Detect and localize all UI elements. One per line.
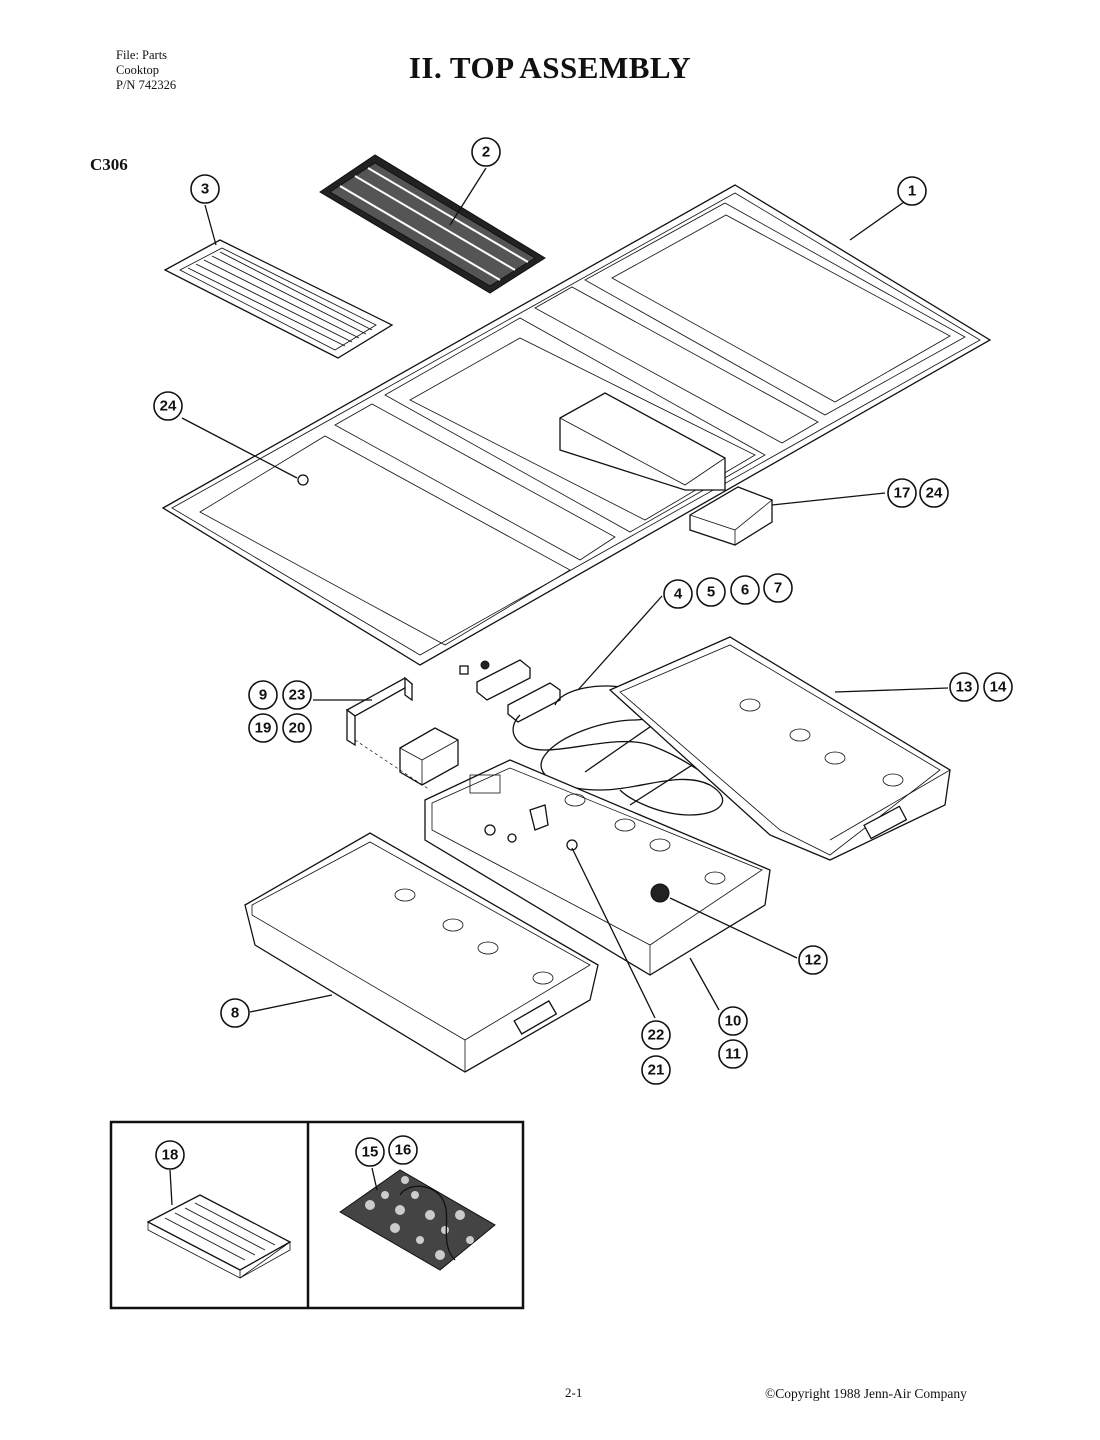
- svg-text:7: 7: [774, 580, 782, 597]
- svg-text:17: 17: [894, 485, 911, 502]
- callout-6: 6: [730, 575, 760, 605]
- callout-11: 11: [718, 1039, 748, 1069]
- callout-21: 21: [641, 1055, 671, 1085]
- page-title: II. TOP ASSEMBLY: [408, 50, 692, 85]
- callout-24b: 24: [919, 478, 949, 508]
- callout-23: 23: [282, 680, 312, 710]
- svg-text:1: 1: [908, 183, 916, 200]
- svg-text:5: 5: [707, 584, 715, 601]
- svg-text:23: 23: [289, 687, 306, 704]
- page-number: 2-1: [565, 1385, 583, 1400]
- svg-text:20: 20: [289, 720, 306, 737]
- svg-text:14: 14: [990, 679, 1007, 696]
- callout-5: 5: [696, 577, 726, 607]
- part-lava-rocks: [339, 1169, 496, 1271]
- callout-7: 7: [763, 573, 793, 603]
- callout-13: 13: [949, 672, 979, 702]
- file-line: File: Parts: [116, 48, 168, 62]
- part-inner-box: [559, 392, 726, 491]
- copyright-notice: ©Copyright 1988 Jenn-Air Company: [765, 1386, 967, 1401]
- model-number: C306: [90, 155, 128, 174]
- svg-text:4: 4: [674, 586, 683, 603]
- svg-text:24: 24: [160, 398, 177, 415]
- svg-text:21: 21: [648, 1062, 665, 1079]
- svg-text:3: 3: [201, 181, 209, 198]
- part-switch: [399, 727, 459, 786]
- callout-9: 9: [248, 680, 278, 710]
- callout-8: 8: [220, 998, 250, 1028]
- part-middle-pan: [424, 759, 771, 976]
- part-right-pan: [608, 636, 951, 861]
- callout-17: 17: [887, 478, 917, 508]
- svg-text:15: 15: [362, 1144, 379, 1161]
- leader-lines: [169, 167, 949, 1206]
- callout-12: 12: [798, 945, 828, 975]
- svg-text:12: 12: [805, 952, 822, 969]
- part-terminal-block: [459, 659, 561, 723]
- part-bracket: [345, 676, 414, 747]
- callout-2: 2: [471, 137, 501, 167]
- svg-text:19: 19: [255, 720, 272, 737]
- file-line: Cooktop: [116, 63, 160, 77]
- part-left-pan: [244, 832, 599, 1073]
- svg-text:8: 8: [231, 1005, 239, 1022]
- callout-19: 19: [248, 713, 278, 743]
- svg-text:11: 11: [725, 1046, 741, 1063]
- part-small-grille: [146, 1194, 292, 1279]
- svg-text:22: 22: [648, 1027, 665, 1044]
- svg-text:24: 24: [926, 485, 943, 502]
- svg-text:13: 13: [956, 679, 973, 696]
- callout-16: 16: [388, 1135, 418, 1165]
- callout-1: 1: [897, 176, 927, 206]
- callout-22: 22: [641, 1020, 671, 1050]
- callout-4: 4: [663, 579, 693, 609]
- svg-text:6: 6: [741, 582, 749, 599]
- svg-text:10: 10: [725, 1013, 742, 1030]
- callout-18: 18: [155, 1140, 185, 1170]
- part-grate-bars: [319, 154, 546, 294]
- callout-14: 14: [983, 672, 1013, 702]
- inset-frame: [109, 1120, 525, 1310]
- svg-text:18: 18: [162, 1147, 179, 1164]
- file-info: File: Parts Cooktop P/N 742326: [116, 48, 176, 93]
- callout-24: 24: [153, 391, 183, 421]
- part-screw: [297, 474, 309, 486]
- callout-3: 3: [190, 174, 220, 204]
- svg-text:2: 2: [482, 144, 490, 161]
- file-line: P/N 742326: [116, 78, 177, 92]
- part-grille: [163, 239, 394, 359]
- callout-10: 10: [718, 1006, 748, 1036]
- callout-15: 15: [355, 1137, 385, 1167]
- svg-text:9: 9: [259, 687, 267, 704]
- svg-text:16: 16: [395, 1142, 412, 1159]
- part-block: [689, 486, 773, 546]
- callout-20: 20: [282, 713, 312, 743]
